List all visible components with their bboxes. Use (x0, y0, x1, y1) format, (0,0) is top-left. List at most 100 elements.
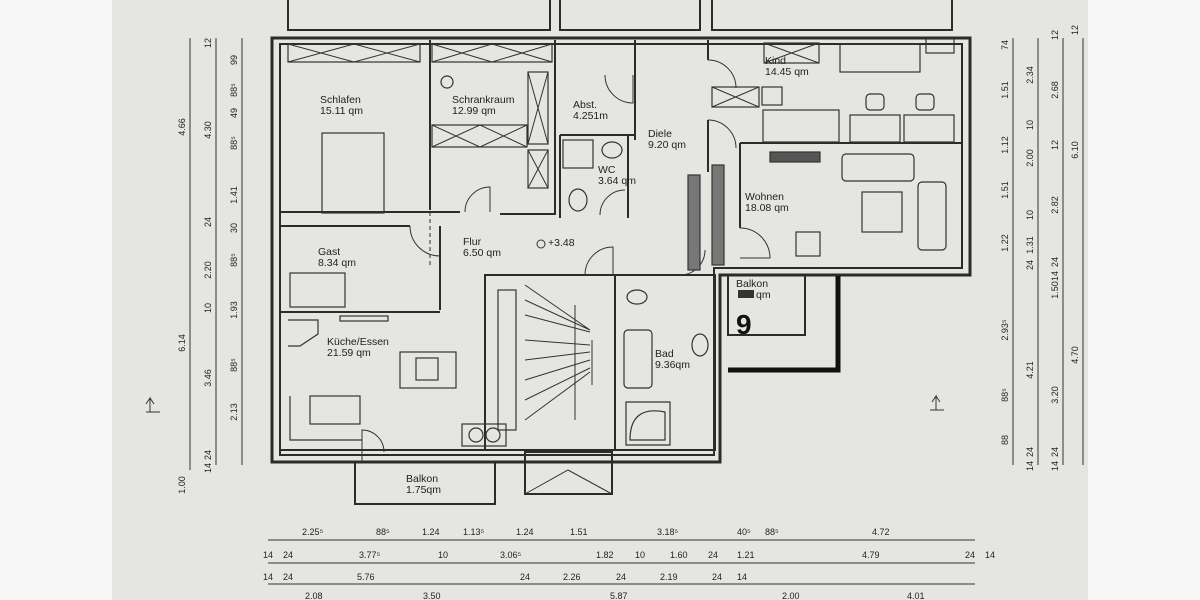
dimension-label: 24 (283, 572, 293, 582)
dimension-label: 2.13 (229, 403, 239, 421)
dimension-label: 14 (985, 550, 995, 560)
dimension-label: 2.20 (203, 261, 213, 279)
room-area: 9.20 qm (648, 139, 686, 151)
upper-balconies (287, 0, 953, 31)
dimension-label: 24 (1050, 447, 1060, 457)
level-marker: +3.48 (548, 237, 575, 249)
dimension-label: 2.34 (1025, 66, 1035, 84)
dimension-label: 6.14 (177, 334, 187, 352)
room-area: 9.36qm (655, 359, 690, 371)
dimension-label: 12 (1050, 140, 1060, 150)
dimension-label: 5.87 (610, 591, 628, 600)
crossed-out-area (738, 290, 754, 298)
dimension-label: 4.79 (862, 550, 880, 560)
dimension-label: 3.18⁵ (657, 527, 679, 537)
dimension-label: 88⁵ (376, 527, 390, 537)
room-area: 15.11 qm (320, 105, 363, 117)
dimension-label: 4.72 (872, 527, 890, 537)
dimension-label: 14 (263, 550, 273, 560)
dimension-label: 24 (965, 550, 975, 560)
room-name: Schlafen (320, 94, 361, 106)
furniture (287, 38, 955, 505)
paper-sheet (112, 0, 1088, 600)
dimension-label: 2.00 (1025, 149, 1035, 167)
dimension-label: 30 (229, 223, 239, 233)
room-name: Kind (765, 55, 786, 67)
room-name: Gast (318, 246, 340, 258)
dimension-label: 6.10 (1070, 141, 1080, 159)
dimension-label: 49 (229, 108, 239, 118)
room-name: Flur (463, 236, 482, 248)
dimension-label: 24 (203, 217, 213, 227)
dimension-label: 1.60 (670, 550, 688, 560)
dimension-label: 2.08 (305, 591, 323, 600)
dimension-label: 24 (708, 550, 718, 560)
room-name: Balkon (406, 473, 438, 485)
dimension-label: 1.12 (1000, 136, 1010, 154)
room-area: 4.251m (573, 110, 608, 122)
dimension-label: 2.68 (1050, 81, 1060, 99)
dimension-label: 3.46 (203, 369, 213, 387)
room-area: 12.99 qm (452, 105, 496, 117)
dimension-label: 12 (203, 38, 213, 48)
room-name: Balkon (736, 278, 768, 290)
dimension-label: 14 (1050, 461, 1060, 471)
level-marker-icon (536, 239, 546, 249)
dimension-label: 2.93⁵ (1000, 319, 1010, 341)
dimension-label: 10 (438, 550, 448, 560)
dimension-label: 4.70 (1070, 346, 1080, 364)
room-name: Küche/Essen (327, 336, 389, 348)
dimension-label: 1.22 (1000, 234, 1010, 252)
dimension-label: 4.21 (1025, 361, 1035, 379)
dimension-label: 24 (1025, 260, 1035, 270)
dimension-label: 4.66 (177, 118, 187, 136)
dimension-label: 1.50 (1050, 281, 1060, 299)
dimension-label: 24 (1050, 257, 1060, 267)
dimension-label: 2.26 (563, 572, 581, 582)
room-area: qm (756, 289, 771, 301)
room-name: WC (598, 164, 616, 176)
dimension-label: 14 (263, 572, 273, 582)
dimension-label: 74 (1000, 40, 1010, 50)
dimension-label: 99 (229, 55, 239, 65)
room-name: Wohnen (745, 191, 784, 203)
room-area: 21.59 qm (327, 347, 371, 359)
room-area: 8.34 qm (318, 257, 356, 269)
room-area: 1.75qm (406, 484, 441, 496)
dimension-label: 12 (1070, 25, 1080, 35)
dimension-label: 1.51 (570, 527, 588, 537)
dimension-label: 24 (203, 450, 213, 460)
room-area: 6.50 qm (463, 247, 501, 259)
room-area: 14.45 qm (765, 66, 809, 78)
dimension-label: 88⁵ (765, 527, 779, 537)
dimension-label: 12 (1050, 30, 1060, 40)
room-area: 3.64 qm (598, 175, 636, 187)
dimension-label: 14 (737, 572, 747, 582)
dimension-label: 3.77⁵ (359, 550, 381, 560)
dimension-label: 2.19 (660, 572, 678, 582)
dimension-label: 2.00 (782, 591, 800, 600)
dimension-label: 1.51 (1000, 81, 1010, 99)
dimension-label: 24 (616, 572, 626, 582)
room-name: Diele (648, 128, 672, 140)
dimension-label: 1.21 (737, 550, 755, 560)
dimension-label: 14 (1025, 461, 1035, 471)
dimension-label: 24 (1025, 447, 1035, 457)
dimension-label: 10 (1025, 120, 1035, 130)
doors (361, 59, 771, 462)
section-markers (145, 394, 944, 413)
dimension-label: 88⁵ (229, 136, 239, 150)
dimension-label: 24 (712, 572, 722, 582)
handwritten-unit-number: 9 (736, 309, 752, 340)
dimension-label: 10 (635, 550, 645, 560)
dimension-label: 1.41 (229, 186, 239, 204)
dimension-label: 88⁵ (229, 83, 239, 97)
dimension-label: 1.24 (422, 527, 440, 537)
dimension-label: 5.76 (357, 572, 375, 582)
dimension-label: 88 (1000, 435, 1010, 445)
room-name: Bad (655, 348, 674, 360)
dimension-label: 4.01 (907, 591, 925, 600)
